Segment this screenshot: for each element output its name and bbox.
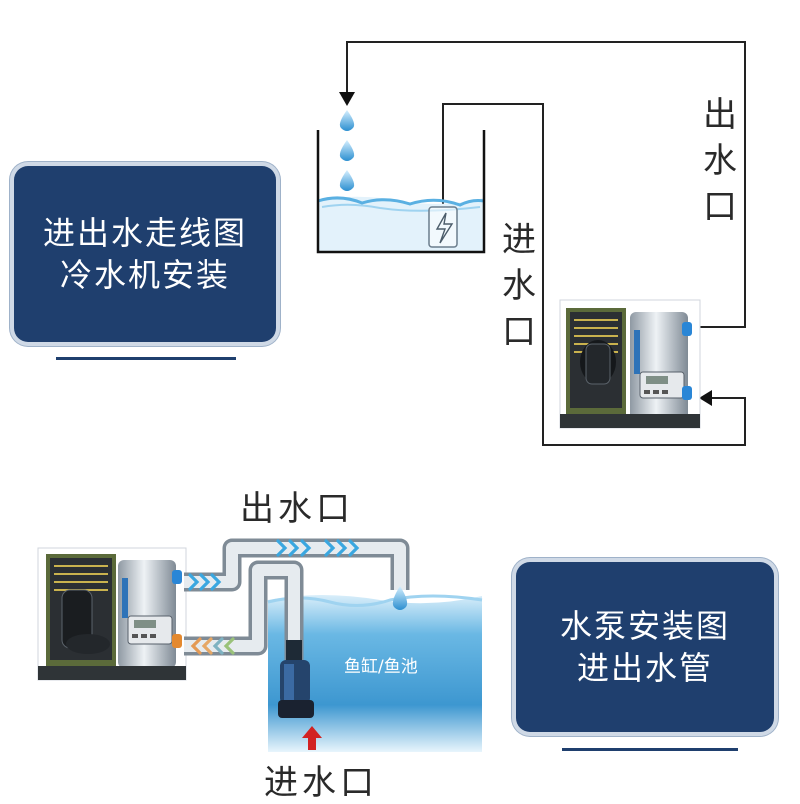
top-label-line1: 进出水走线图 xyxy=(42,214,247,252)
top-inlet-line xyxy=(442,103,746,446)
outlet-pipe xyxy=(184,538,410,592)
flow-arrow-icon xyxy=(188,539,360,591)
bottom-outlet-label: 出水口 xyxy=(240,489,354,529)
top-outlet-label: 出 水 口 xyxy=(703,95,737,227)
top-inlet-label: 进 水 口 xyxy=(502,220,536,352)
top-label-box: 进出水走线图 冷水机安装 xyxy=(14,166,276,342)
water-drop-icon xyxy=(339,110,355,191)
water-pump-icon xyxy=(278,640,314,718)
chiller-unit-icon xyxy=(37,547,187,681)
bottom-label-line2: 进出水管 xyxy=(576,649,713,687)
inlet-arrow xyxy=(302,726,322,750)
flow-arrow-icon xyxy=(190,637,235,655)
power-plug-icon xyxy=(428,206,458,248)
bottom-label-underline xyxy=(562,748,738,751)
tank-label: 鱼缸/鱼池 xyxy=(344,657,418,677)
water-drop-icon xyxy=(392,586,408,610)
bottom-inlet-label: 进水口 xyxy=(264,763,378,803)
bottom-label-box: 水泵安装图 进出水管 xyxy=(516,562,774,732)
top-label-line2: 冷水机安装 xyxy=(59,256,230,294)
bottom-label-line1: 水泵安装图 xyxy=(559,607,730,645)
top-outlet-line xyxy=(339,41,746,328)
inlet-pipe xyxy=(184,560,304,660)
chiller-unit-icon xyxy=(559,299,701,429)
top-label-underline xyxy=(56,357,236,360)
